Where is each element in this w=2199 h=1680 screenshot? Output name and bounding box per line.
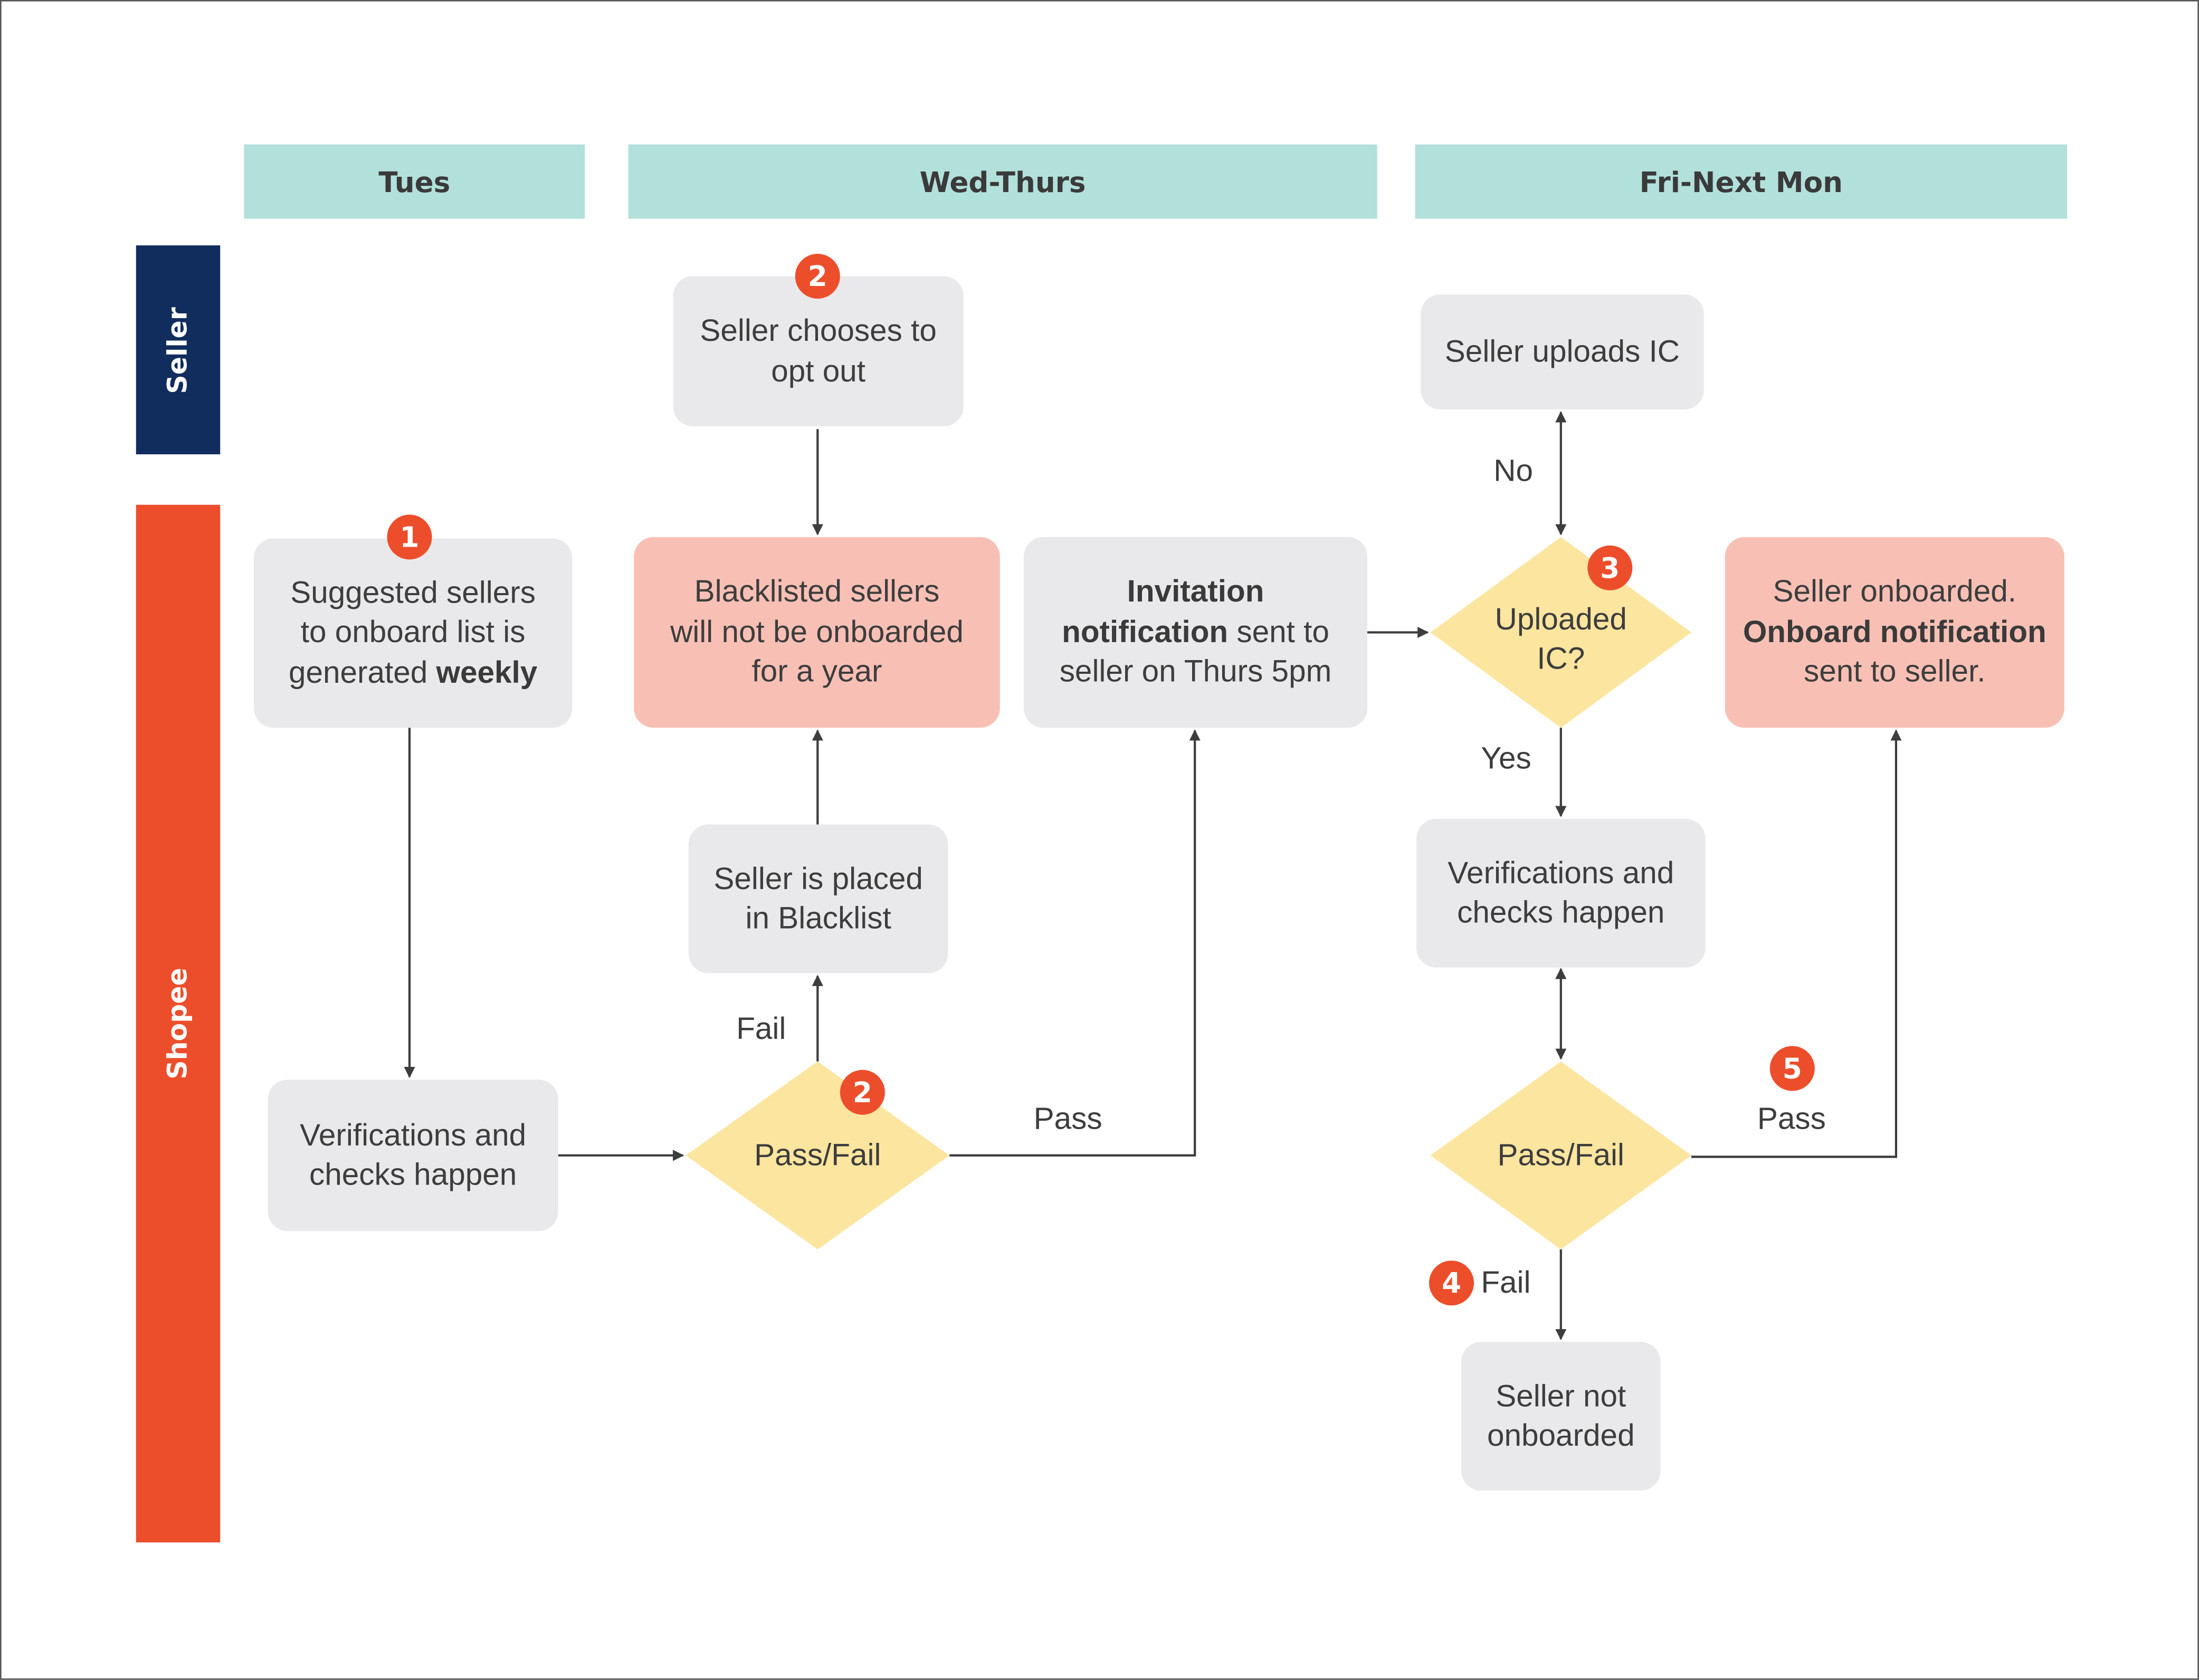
edge-label-yes: Yes [1481, 740, 1531, 776]
decision-pass-fail-1-shape [686, 1061, 950, 1249]
step-badge-2-pass-fail: 2 [840, 1070, 885, 1115]
edge-label-pass-2: Pass [1757, 1101, 1826, 1136]
column-header-tues: Tues [244, 144, 585, 219]
step-badge-1: 1 [387, 514, 432, 560]
lane-label-shopee: Shopee [163, 968, 194, 1080]
step-badge-4: 4 [1429, 1261, 1474, 1306]
node-seller-onboarded: Seller onboarded. Onboard notification s… [1725, 537, 2064, 728]
decision-pass-fail-2-shape [1430, 1061, 1691, 1249]
node-seller-opt-out: Seller chooses to opt out [673, 276, 964, 426]
step-badge-5: 5 [1769, 1046, 1815, 1091]
node-verifications-tues: Verifications and checks happen [268, 1080, 558, 1232]
edge-label-no: No [1493, 453, 1533, 488]
lane-shopee: Shopee [136, 504, 221, 1543]
edge-label-fail-2: Fail [1481, 1265, 1531, 1300]
node-verifications-fri: Verifications and checks happen [1416, 818, 1706, 968]
column-header-fri-next-mon: Fri-Next Mon [1415, 144, 2068, 219]
node-seller-uploads-ic: Seller uploads IC [1421, 294, 1704, 409]
edge-label-fail-1: Fail [736, 1011, 786, 1046]
node-placed-in-blacklist: Seller is placed in Blacklist [688, 824, 948, 973]
decision-pass-fail-1: Pass/Fail [754, 1137, 881, 1172]
edge-pass-to-invitation [949, 729, 1201, 1157]
edge-pass-to-onboarded [1691, 729, 1902, 1158]
step-badge-2-opt-out: 2 [795, 254, 840, 299]
decision-uploaded-ic: Uploaded IC? [1494, 600, 1627, 676]
node-suggested-sellers: Suggested sellers to onboard list is gen… [254, 538, 573, 728]
node-seller-not-onboarded: Seller not onboarded [1461, 1342, 1661, 1491]
column-header-wed-thurs: Wed-Thurs [628, 144, 1377, 219]
lane-label-seller: Seller [163, 306, 194, 394]
step-badge-3: 3 [1587, 545, 1633, 590]
edge-label-pass-1: Pass [1033, 1101, 1102, 1136]
lane-seller: Seller [136, 245, 221, 455]
node-blacklisted-sellers: Blacklisted sellers will not be onboarde… [634, 537, 1000, 728]
node-invitation-notification: Invitation notification sent to seller o… [1023, 537, 1368, 728]
decision-pass-fail-2: Pass/Fail [1497, 1137, 1625, 1172]
